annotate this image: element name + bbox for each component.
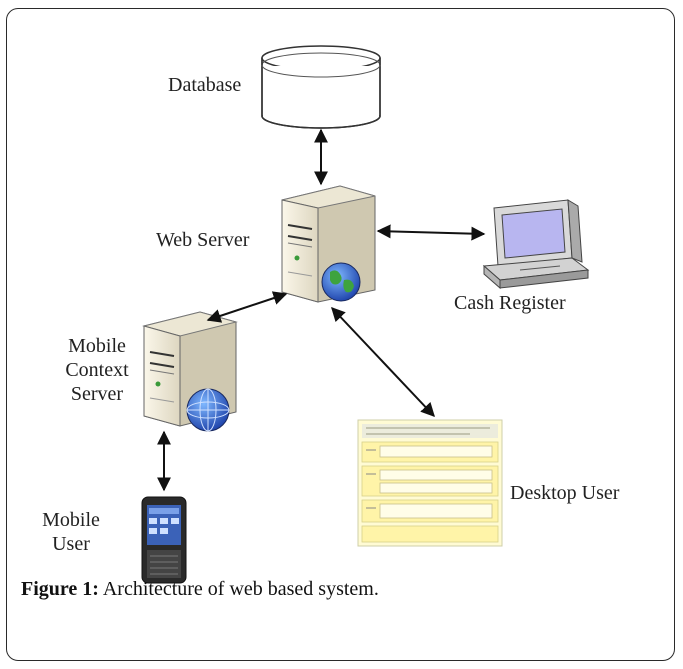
web-server-label: Web Server [156,229,250,251]
desktop-user-screenshot-icon [357,419,503,547]
database-label: Database [168,74,242,96]
mobile-context-server-globe-icon [186,388,230,432]
edge-web-server-mobile-context-server [206,291,288,323]
mobile-context-server-label-line-3: Server [70,383,124,405]
mobile-context-server-label-line-1: Mobile [68,335,126,357]
cash-register-icon [482,199,590,290]
mobile-user-label-line-2: User [52,533,90,555]
database-icon [261,45,381,129]
mobile-user-label-line-1: Mobile [42,509,100,531]
edge-web-server-cash-register [376,224,486,241]
cash-register-label: Cash Register [454,292,566,314]
edge-web-server-desktop-user [331,306,435,418]
mobile-user-label: Mobile User [34,508,108,556]
desktop-user-label: Desktop User [510,482,620,504]
mobile-context-server-label-line-2: Context [65,359,129,381]
figure-caption-prefix: Figure 1: [21,578,99,600]
web-server-globe-icon [321,262,361,302]
mobile-device-icon [141,496,187,584]
figure-caption-text: Architecture of web based system. [98,578,379,600]
figure-caption: Figure 1: Architecture of web based syst… [21,578,379,601]
mobile-context-server-label: Mobile Context Server [52,334,142,406]
